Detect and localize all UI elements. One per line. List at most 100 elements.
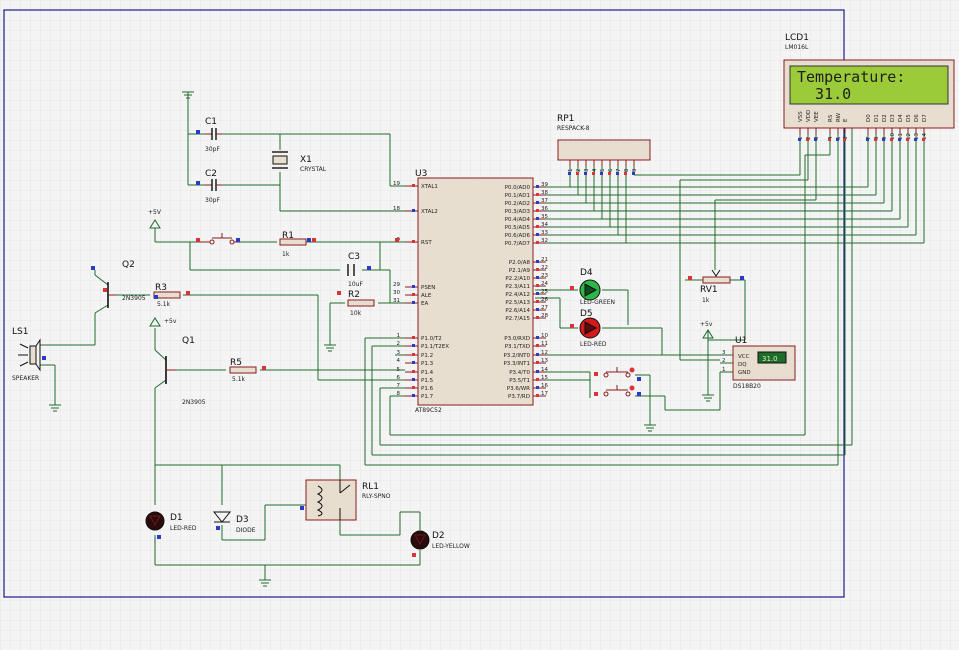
u3-left-pin-name: P1.6 [421,386,434,392]
rp1-pin-marker [568,172,571,175]
lcd1-pin-label: D2 [882,114,888,122]
u3-right-pin-number: 33 [541,230,548,236]
u3-right-pin-number: 14 [541,367,548,373]
ls1-speaker[interactable]: LS1 SPEAKER [12,327,46,382]
u3-right-pin-number: 22 [541,265,548,271]
lcd1-pin-marker [906,138,909,141]
lcd1-line1: Temperature: [797,68,905,86]
sheet-frame [3,9,845,598]
u3-left-pin-number: 6 [397,375,401,381]
c3-ref: C3 [348,252,360,262]
q2-transistor[interactable]: Q2 2N3905 [91,260,146,308]
u3-left-pin-number: 30 [393,290,400,296]
u3-right-pin-number: 23 [541,273,548,279]
r1-resistor[interactable]: R1 1k [279,231,316,258]
u3-right-pin-name: P3.1/TXD [505,344,530,350]
r2-ref: R2 [348,290,360,300]
rp1-pin-marker [584,172,587,175]
d4-led[interactable]: D4 LED-GREEN [570,268,615,306]
u3-right-pin-number: 25 [541,289,548,295]
supply-5v-q1: +5v [149,317,177,327]
u3-right-pin-marker [536,268,539,271]
d5-ref: D5 [580,309,593,319]
lcd1-pin-label: VSS [798,111,804,122]
u3-left-pin-marker [412,184,415,187]
ls1-ref: LS1 [12,327,28,337]
u3-right-pin-number: 24 [541,281,548,287]
u3-left-pin-name: P1.0/T2 [421,336,442,342]
d5-value: LED-RED [580,341,607,348]
supply-5v-u1-label: +5v [700,321,713,328]
lcd1-screen [789,65,949,105]
lcd1-pin-marker [874,138,877,141]
q1-ref: Q1 [182,336,195,346]
rp1-body [557,139,651,161]
u3-right-pin-number: 10 [541,333,548,339]
u1-temperature-sensor[interactable]: U1 +5v 31.0 VCC DQ GND 3 2 1 DS18B20 [700,321,796,390]
u3-right-pin-number: 11 [541,341,548,347]
u3-right-pin-name: P0.4/AD4 [505,217,531,223]
rp1-pin-marker [616,172,619,175]
rv1-potentiometer[interactable]: RV1 1k [688,269,744,304]
c2-capacitor[interactable]: C2 30pF [196,169,222,204]
lcd1[interactable]: LCD1 LM016L Temperature: 31.0 VSS1VDD2VE… [783,33,955,141]
reset-button[interactable] [196,233,240,245]
c3-capacitor[interactable]: C3 10uF [347,252,371,288]
u3-right-pin-marker [536,361,539,364]
u3-right-pin-marker [536,292,539,295]
d2-led[interactable]: D2 LED-YELLOW [410,530,470,557]
r2-resistor[interactable]: R2 10k [337,290,375,317]
u3-right-pin-number: 17 [541,391,548,397]
x1-crystal[interactable]: X1 CRYSTAL [272,151,327,173]
d5-led[interactable]: D5 LED-RED [570,309,607,348]
lcd1-pin-label: D4 [898,114,904,122]
q1-transistor[interactable]: Q1 2N3905 [165,336,206,406]
u3-right-pin-marker [536,209,539,212]
u1-reading: 31.0 [762,355,778,363]
u3-right-pin-name: P3.2/INT0 [503,353,530,359]
rl1-relay[interactable]: RL1 RLY-SPNO [300,479,391,521]
r5-resistor[interactable]: R5 5.1k [229,358,266,383]
u3-right-pin-marker [536,241,539,244]
lcd1-pin-label: VEE [814,111,820,122]
u3-model: AT89C52 [415,407,442,414]
r3-value: 5.1k [157,301,171,308]
lcd1-model: LM016L [785,44,809,51]
d1-led[interactable]: D1 LED-RED [145,511,197,539]
u3-left-pin-marker [412,378,415,381]
u3-right-pin-marker [536,284,539,287]
c1-capacitor[interactable]: C1 30pF [196,117,222,153]
u3-left-pin-number: 2 [397,341,401,347]
rp1-pin-number: 7 [616,168,622,172]
lcd1-pin-label: D1 [874,114,880,122]
u3-microcontroller[interactable]: U3 AT89C52 19XTAL118XTAL29RST29PSEN30ALE… [393,169,548,414]
lcd1-pin-label: E [843,118,849,122]
lcd1-pin-marker [922,138,925,141]
u3-left-pin-name: P1.2 [421,353,433,359]
button-p3-5[interactable] [594,367,641,381]
d3-ref: D3 [236,515,249,525]
u3-left-pin-name: P1.1/T2EX [421,344,449,350]
u3-left-pin-marker [412,394,415,397]
button-p3-6[interactable] [594,385,641,397]
u3-right-pin-name: P2.0/A8 [509,260,531,266]
pin-markers [103,238,399,299]
r1-ref: R1 [282,231,294,241]
rp1-pin-number: 8 [624,168,630,172]
u1-ref: U1 [735,336,747,346]
u3-right-pin-name: P2.3/A11 [505,284,530,290]
u3-left-pin-name: PSEN [421,285,435,291]
u3-left-pin-marker [412,285,415,288]
lcd1-pin-label: D3 [890,114,896,122]
lcd1-pin-marker [866,138,869,141]
u3-left-pin-marker [412,370,415,373]
r5-ref: R5 [230,358,242,368]
rp1-pin-marker [576,172,579,175]
d3-diode[interactable]: D3 DIODE [212,511,256,534]
rl1-value: RLY-SPNO [362,493,391,500]
lcd1-pin-marker [890,138,893,141]
rp1-pin-number: 5 [600,168,606,172]
u3-right-pin-name: P3.4/T0 [509,370,530,376]
